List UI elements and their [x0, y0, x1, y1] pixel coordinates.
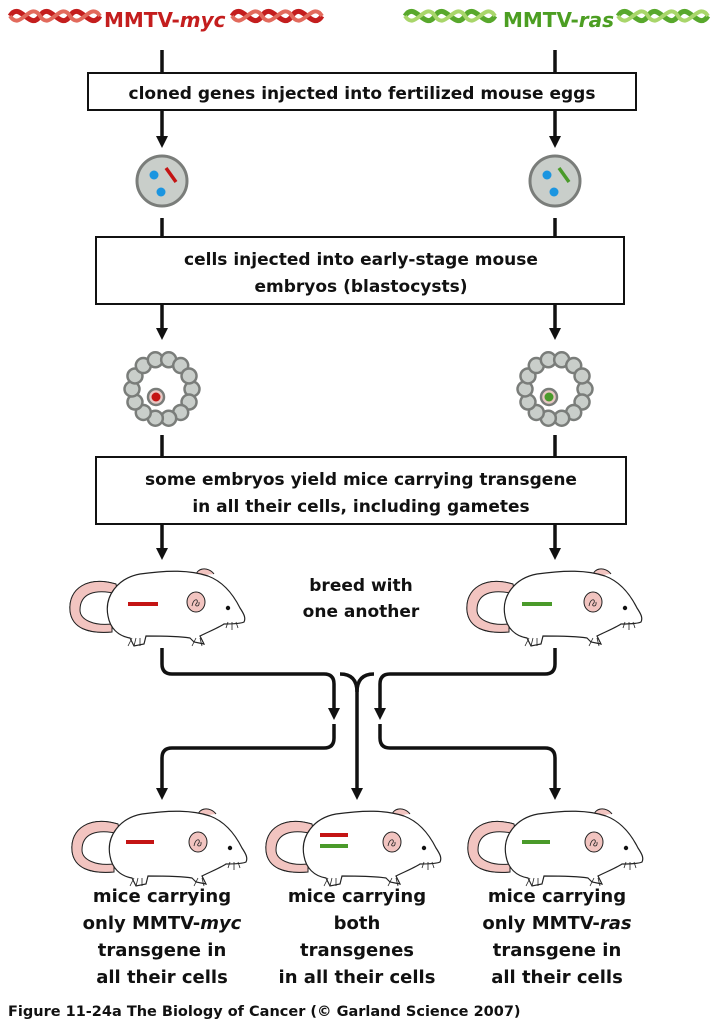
offspring-mouse-myc: [71, 808, 248, 887]
step-box-3: some embryos yield mice carrying transge…: [95, 456, 627, 525]
offspring-mouse-both: [265, 808, 442, 887]
offspring-label-ras: mice carrying only MMTV-ras transgene in…: [482, 886, 632, 988]
connector-line: [160, 724, 336, 790]
figure-caption: Figure 11-24a The Biology of Cancer (© G…: [8, 1004, 521, 1020]
transgene-myc-mark: [164, 166, 178, 184]
mouse-icon: [467, 808, 644, 887]
step-2-text-line-2: embryos (blastocysts): [254, 277, 467, 297]
mouse-icon: [466, 568, 643, 647]
step-box-1: cloned genes injected into fertilized mo…: [87, 72, 637, 111]
svg-text:mice carrying: mice carrying: [288, 886, 426, 907]
step-3-text-line-1: some embryos yield mice carrying transge…: [145, 470, 577, 490]
svg-text:transgene in: transgene in: [98, 940, 227, 961]
arrow-down-icon: [549, 788, 561, 800]
mouse-icon: [69, 568, 246, 647]
svg-text:in all their cells: in all their cells: [279, 967, 436, 988]
breed-label-line-2: one another: [303, 602, 420, 622]
arrow-down-icon: [156, 548, 168, 560]
transgenic-cell-nucleus: [151, 392, 161, 402]
svg-text:only MMTV-ras: only MMTV-ras: [482, 913, 632, 934]
dna-helix-icon: [232, 11, 322, 20]
arrow-down-icon: [156, 788, 168, 800]
connector-line: [160, 648, 336, 712]
arrow-down-icon: [156, 328, 168, 340]
transgenic-cell-nucleus: [544, 392, 554, 402]
svg-text:only MMTV-myc: only MMTV-myc: [83, 913, 242, 934]
gene-label-myc: MMTV-myc: [104, 8, 226, 32]
svg-text:all their cells: all their cells: [96, 967, 228, 988]
arrow-down-icon: [351, 788, 363, 800]
offspring-label-both: mice carrying both transgenes in all the…: [279, 886, 436, 988]
arrow-down-icon: [328, 708, 340, 720]
svg-text:both: both: [334, 913, 381, 934]
dna-helix-icon: [618, 11, 708, 20]
svg-text:mice carrying: mice carrying: [93, 886, 231, 907]
blastocyst-cell: [573, 367, 591, 385]
connector-line: [355, 672, 375, 693]
parent-mouse-ras: [466, 568, 643, 647]
svg-text:all their cells: all their cells: [491, 967, 623, 988]
svg-text:transgenes: transgenes: [300, 940, 414, 961]
svg-text:mice carrying: mice carrying: [488, 886, 626, 907]
connector-line: [378, 648, 557, 712]
connector-line: [339, 672, 359, 790]
fertilized-egg-myc: [135, 154, 189, 208]
mouse-icon: [265, 808, 442, 887]
blastocyst-ras: [516, 351, 594, 427]
breeding-connectors: [156, 648, 561, 800]
offspring-mouse-ras: [467, 808, 644, 887]
arrow-down-icon: [549, 548, 561, 560]
blastocyst-myc: [123, 351, 201, 427]
breed-label-line-1: breed with: [309, 576, 412, 596]
arrow-down-icon: [374, 708, 386, 720]
connector-line: [378, 724, 557, 790]
transgene-ras-mark: [557, 166, 571, 184]
step-2-text-line-1: cells injected into early-stage mouse: [184, 250, 538, 270]
step-3-text-line-2: in all their cells, including gametes: [192, 497, 529, 517]
blastocyst-cell: [180, 367, 198, 385]
arrow-down-icon: [156, 136, 168, 148]
step-1-text: cloned genes injected into fertilized mo…: [129, 84, 596, 104]
svg-text:transgene in: transgene in: [493, 940, 622, 961]
gene-label-ras: MMTV-ras: [503, 8, 614, 32]
offspring-label-myc: mice carrying only MMTV-myc transgene in…: [83, 886, 242, 988]
gene-header-ras: MMTV-ras: [405, 8, 708, 32]
dna-helix-icon: [405, 11, 495, 20]
arrow-down-icon: [549, 328, 561, 340]
parent-mouse-myc: [69, 568, 246, 647]
fertilized-egg-ras: [528, 154, 582, 208]
gene-header-myc: MMTV-myc: [10, 8, 322, 32]
dna-helix-icon: [10, 11, 100, 20]
mouse-icon: [71, 808, 248, 887]
step-box-2: cells injected into early-stage mouse em…: [95, 236, 625, 305]
arrow-down-icon: [549, 136, 561, 148]
